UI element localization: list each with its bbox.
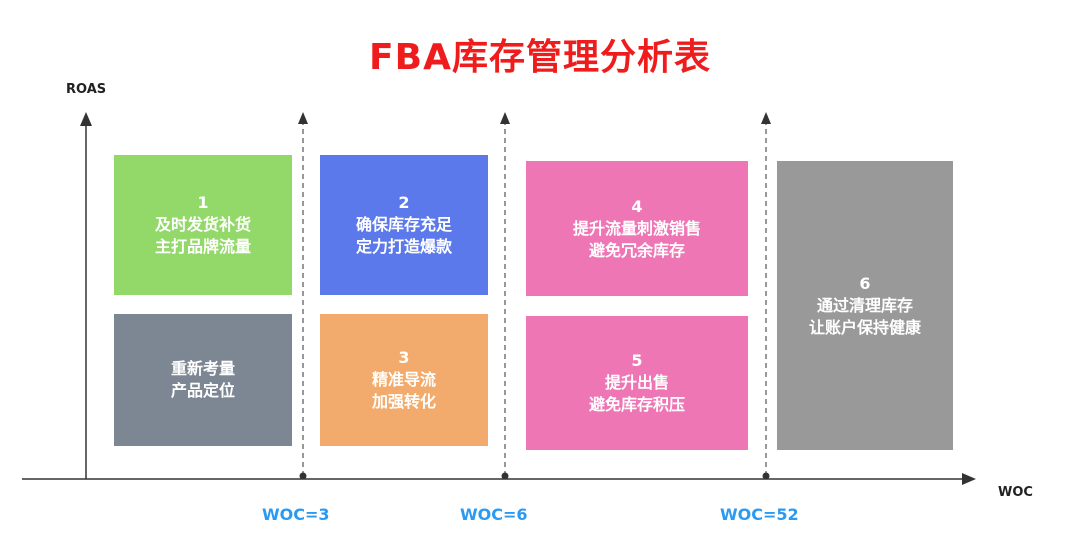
box-number: 2 [398, 193, 410, 212]
quadrant-box-6: 6 通过清理库存 让账户保持健康 [777, 161, 953, 450]
box-line1: 确保库存充足 [355, 215, 452, 234]
threshold-label: WOC=3 [262, 505, 330, 524]
x-axis-label: WOC [998, 485, 1033, 500]
page-title: FBA库存管理分析表 [369, 37, 711, 78]
threshold-label: WOC=6 [460, 505, 528, 524]
box-number: 1 [197, 193, 209, 212]
threshold-dot [762, 472, 770, 480]
box-line1: 提升流量刺激销售 [572, 218, 701, 238]
quadrant-box-1: 1 及时发货补货 主打品牌流量 [114, 155, 292, 295]
box-line2: 避免库存积压 [588, 395, 685, 414]
box-line2: 加强转化 [371, 392, 436, 411]
threshold-arrow-icon [298, 112, 308, 124]
quadrant-box-2: 2 确保库存充足 定力打造爆款 [320, 155, 488, 295]
threshold-dot [501, 472, 509, 480]
x-axis-arrow-icon [962, 473, 976, 485]
quadrant-box-reconsider: 重新考量 产品定位 [114, 314, 292, 446]
threshold-label: WOC=52 [720, 505, 799, 524]
quadrant-box-5: 5 提升出售 避免库存积压 [526, 316, 748, 450]
quadrant-box-3: 3 精准导流 加强转化 [320, 314, 488, 446]
threshold-arrow-icon [761, 112, 771, 124]
box-line1: 精准导流 [371, 370, 436, 389]
box-line1: 重新考量 [170, 359, 235, 378]
y-axis-arrow-icon [80, 112, 92, 126]
box-line2: 定力打造爆款 [355, 237, 452, 256]
threshold-arrow-icon [500, 112, 510, 124]
threshold-dot [299, 472, 307, 480]
box-line1: 提升出售 [604, 373, 669, 392]
box-line2: 主打品牌流量 [154, 237, 251, 256]
y-axis-label: ROAS [66, 82, 107, 97]
quadrant-box-4: 4 提升流量刺激销售 避免冗余库存 [526, 161, 748, 296]
box-number: 6 [859, 273, 871, 293]
box-number: 4 [631, 196, 643, 216]
box-line2: 产品定位 [170, 381, 235, 400]
box-number: 3 [398, 348, 410, 367]
box-line2: 避免冗余库存 [588, 240, 685, 260]
box-line1: 通过清理库存 [816, 295, 913, 315]
box-line2: 让账户保持健康 [808, 317, 921, 337]
box-line1: 及时发货补货 [154, 215, 251, 234]
box-number: 5 [631, 351, 643, 370]
